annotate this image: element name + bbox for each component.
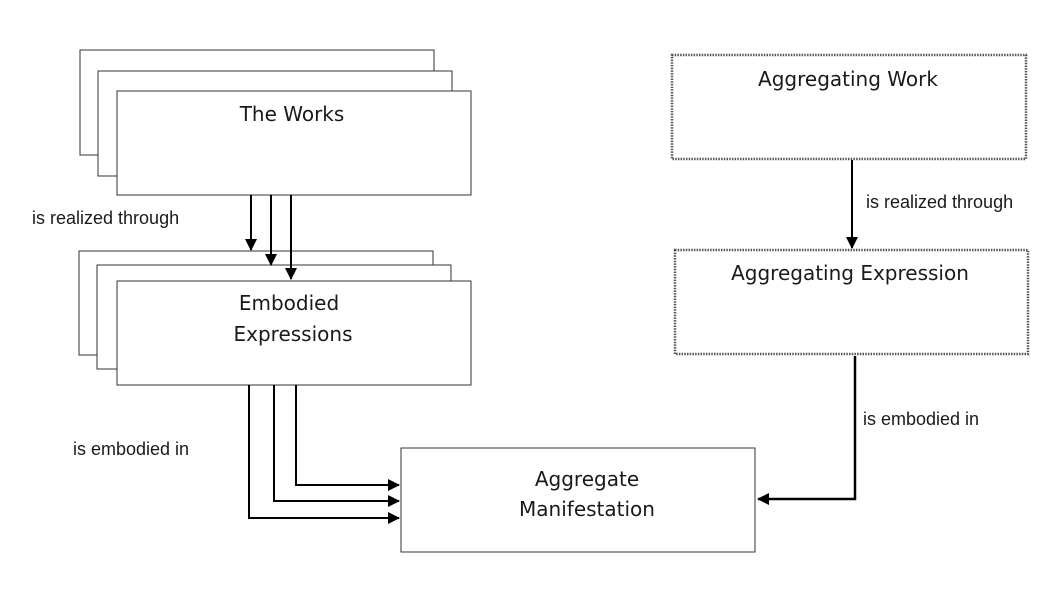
works-to-expressions-arrows — [245, 195, 297, 280]
aggregating-expression-node: Aggregating Expression — [673, 248, 1030, 356]
embodied-arrow-3 — [295, 385, 400, 491]
aggregate-manifestation-line2: Manifestation — [519, 497, 655, 521]
left-embodied-label: is embodied in — [73, 439, 189, 459]
expressions-to-manifestation-arrows — [248, 385, 400, 524]
aggregating-work-box — [670, 53, 1028, 161]
embodied-expressions-line2: Expressions — [234, 322, 353, 346]
embodied-arrow-2 — [273, 385, 400, 507]
aggregate-manifestation-box — [400, 447, 756, 553]
aggregating-expression-title: Aggregating Expression — [731, 261, 969, 285]
aggregate-manifestation-line1: Aggregate — [535, 467, 639, 491]
right-embodied-label: is embodied in — [863, 409, 979, 429]
works-title: The Works — [239, 102, 345, 126]
embodied-arrow-1 — [248, 385, 400, 524]
works-front-box — [116, 90, 472, 196]
aggregating-work-node: Aggregating Work — [670, 53, 1028, 161]
left-realized-label: is realized through — [32, 208, 179, 228]
aggregate-manifestation-node: Aggregate Manifestation — [400, 447, 756, 553]
embodied-expressions-stack: Embodied Expressions — [78, 250, 472, 386]
right-realized-label: is realized through — [866, 192, 1013, 212]
aggregating-embodied-arrow — [757, 356, 857, 505]
works-stack: The Works — [79, 49, 472, 196]
aggregating-expression-box — [673, 248, 1030, 356]
embodied-expressions-line1: Embodied — [239, 291, 339, 315]
expressions-front-box — [116, 280, 472, 386]
aggregating-work-title: Aggregating Work — [758, 67, 938, 91]
